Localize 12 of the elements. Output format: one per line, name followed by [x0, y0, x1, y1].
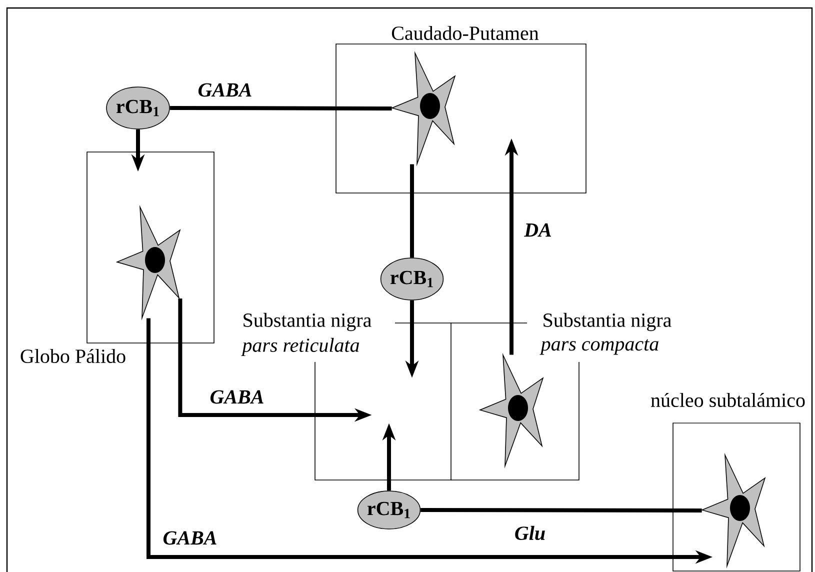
region-label: núcleo subtalámico — [650, 392, 805, 408]
edge-label: GABA — [163, 531, 216, 545]
region-label: Substantia nigra — [241, 312, 373, 332]
edge-label: DA — [524, 223, 552, 237]
region-label: pars compacta — [540, 338, 660, 356]
edge-label: GABA — [210, 390, 264, 404]
region-label: pars reticulata — [241, 336, 361, 358]
edge-label: Glu — [515, 526, 545, 540]
region-label: Substantia nigra — [541, 312, 673, 332]
region-label: Caudado-Putamen — [392, 26, 539, 40]
region-label: Globo Pálido — [20, 348, 126, 364]
edge-label: GABA — [198, 83, 252, 97]
